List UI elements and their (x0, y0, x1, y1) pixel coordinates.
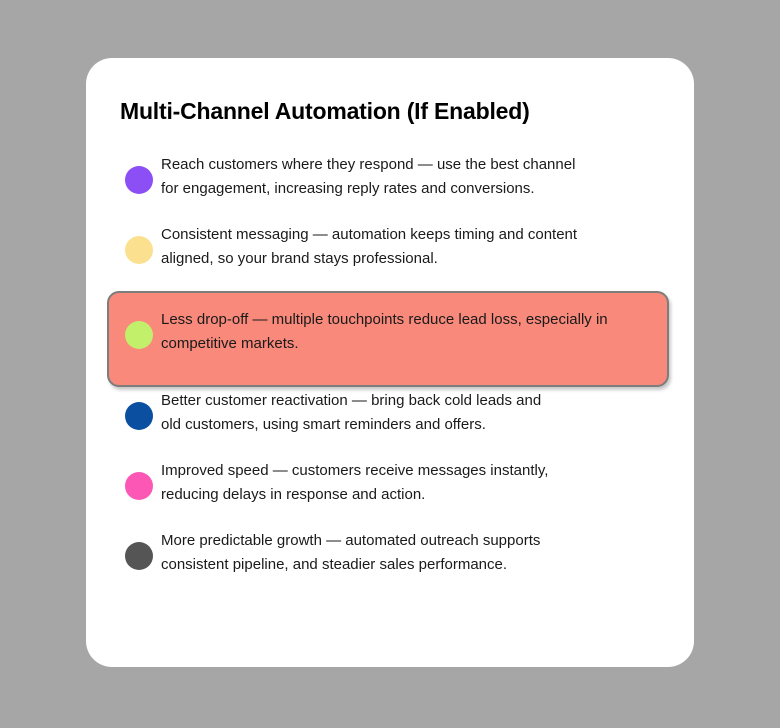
bullet-dot-blue (125, 402, 153, 430)
benefit-row[interactable]: Reach customers where they respond — use… (86, 151, 694, 221)
benefit-row[interactable]: Consistent messaging — automation keeps … (86, 221, 694, 291)
benefit-text: Consistent messaging — automation keeps … (161, 223, 661, 271)
benefit-text: Reach customers where they respond — use… (161, 153, 661, 201)
benefit-row-highlighted[interactable]: Less drop-off — multiple touchpoints red… (107, 291, 669, 387)
bullet-dot-purple (125, 166, 153, 194)
benefit-text-line-2: aligned, so your brand stays professiona… (161, 250, 438, 267)
benefit-text-line-2: consistent pipeline, and steadier sales … (161, 556, 508, 573)
benefit-text-line-2: old customers, using smart reminders and… (161, 416, 486, 433)
bullet-dot-pink (125, 472, 153, 500)
benefit-text-line-1: More predictable growth — automated outr… (161, 532, 541, 549)
benefit-text-line-2: competitive markets. (161, 335, 299, 352)
benefit-text: Better customer reactivation — bring bac… (161, 389, 661, 437)
benefit-text: Improved speed — customers receive messa… (161, 459, 661, 507)
benefit-text-line-1: Less drop-off — multiple touchpoints red… (161, 311, 608, 328)
benefit-row[interactable]: Improved speed — customers receive messa… (86, 457, 694, 527)
content-card: Multi-Channel Automation (If Enabled) Re… (86, 58, 694, 667)
benefit-row[interactable]: More predictable growth — automated outr… (86, 527, 694, 597)
benefit-text-line-1: Improved speed — customers receive messa… (161, 462, 549, 479)
benefit-text-line-1: Reach customers where they respond — use… (161, 156, 576, 173)
page-title: Multi-Channel Automation (If Enabled) (120, 98, 530, 124)
benefit-row[interactable]: Better customer reactivation — bring bac… (86, 387, 694, 457)
bullet-dot-gray (125, 542, 153, 570)
benefit-text-line-1: Consistent messaging — automation keeps … (161, 226, 578, 243)
benefit-text-line-2: for engagement, increasing reply rates a… (161, 180, 535, 197)
benefit-text-line-2: reducing delays in response and action. (161, 486, 426, 503)
benefit-text: More predictable growth — automated outr… (161, 529, 661, 577)
benefits-list: Reach customers where they respond — use… (86, 151, 694, 597)
benefit-text: Less drop-off — multiple touchpoints red… (161, 308, 661, 356)
bullet-dot-green (125, 321, 153, 349)
benefit-text-line-1: Better customer reactivation — bring bac… (161, 392, 542, 409)
bullet-dot-yellow (125, 236, 153, 264)
